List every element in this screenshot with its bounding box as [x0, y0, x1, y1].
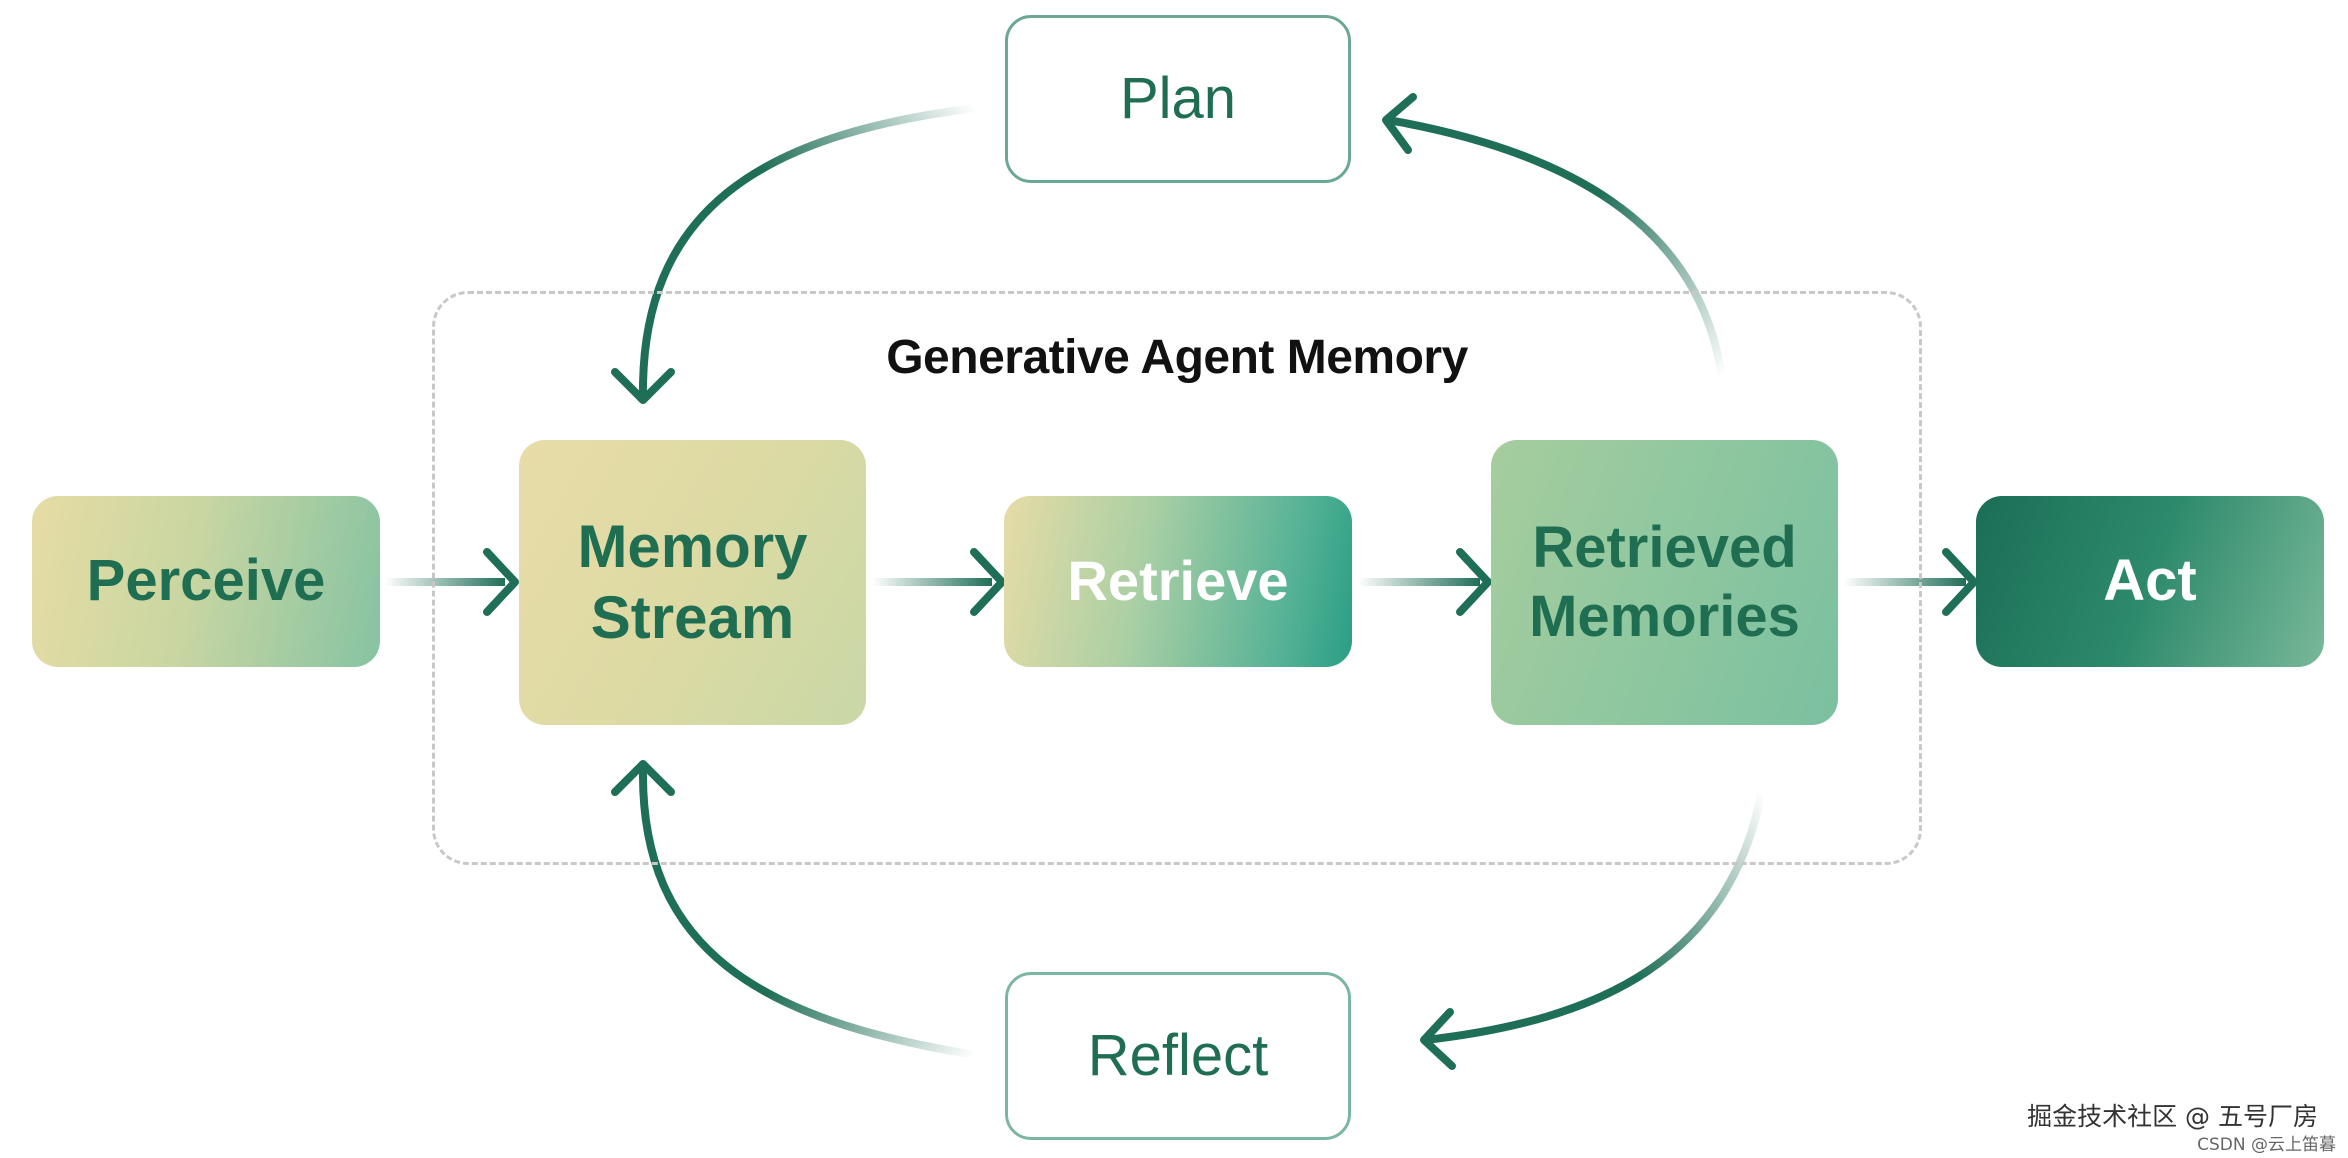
node-retrieved-memories-label-line-2: Memories: [1529, 583, 1800, 649]
arrow-retrieved-memories-to-plan: [1382, 93, 1726, 382]
arrow-memory-stream-to-retrieve: [872, 548, 1006, 616]
arrow-plan-to-memory-stream: [611, 104, 979, 404]
arrow-retrieved-memories-to-act: [1844, 548, 1978, 616]
arrow-retrieve-to-retrieved-memories: [1358, 548, 1492, 616]
watermark-csdn: CSDN @云上笛暮: [2197, 1135, 2336, 1155]
node-act: Act: [1976, 496, 2324, 667]
node-memory-stream-label-line-1: Memory: [577, 512, 808, 580]
arrow-retrieved-memories-to-reflect: [1420, 786, 1766, 1070]
node-act-label: Act: [2103, 548, 2197, 614]
arrow-reflect-to-memory-stream: [611, 760, 979, 1059]
node-memory-stream-label-line-2: Stream: [590, 583, 795, 651]
generative-agent-memory-boundary: [432, 291, 1922, 865]
node-reflect: Reflect: [1005, 972, 1351, 1140]
diagram-title: Generative Agent Memory: [886, 331, 1468, 384]
watermark-juejin: 掘金技术社区 @ 五号厂房: [2027, 1102, 2318, 1131]
node-perceive: Perceive: [32, 496, 380, 667]
node-retrieve-label: Retrieve: [1067, 549, 1289, 613]
arrow-perceive-to-memory-stream: [385, 548, 519, 616]
node-retrieved-memories: Retrieved Memories: [1491, 440, 1838, 725]
node-plan: Plan: [1005, 15, 1351, 183]
node-retrieve: Retrieve: [1004, 496, 1352, 667]
node-memory-stream: Memory Stream: [519, 440, 866, 725]
node-reflect-label: Reflect: [1087, 1022, 1269, 1088]
node-retrieved-memories-label-line-1: Retrieved: [1532, 515, 1797, 581]
node-perceive-label: Perceive: [86, 548, 326, 614]
node-plan-label: Plan: [1119, 65, 1237, 131]
